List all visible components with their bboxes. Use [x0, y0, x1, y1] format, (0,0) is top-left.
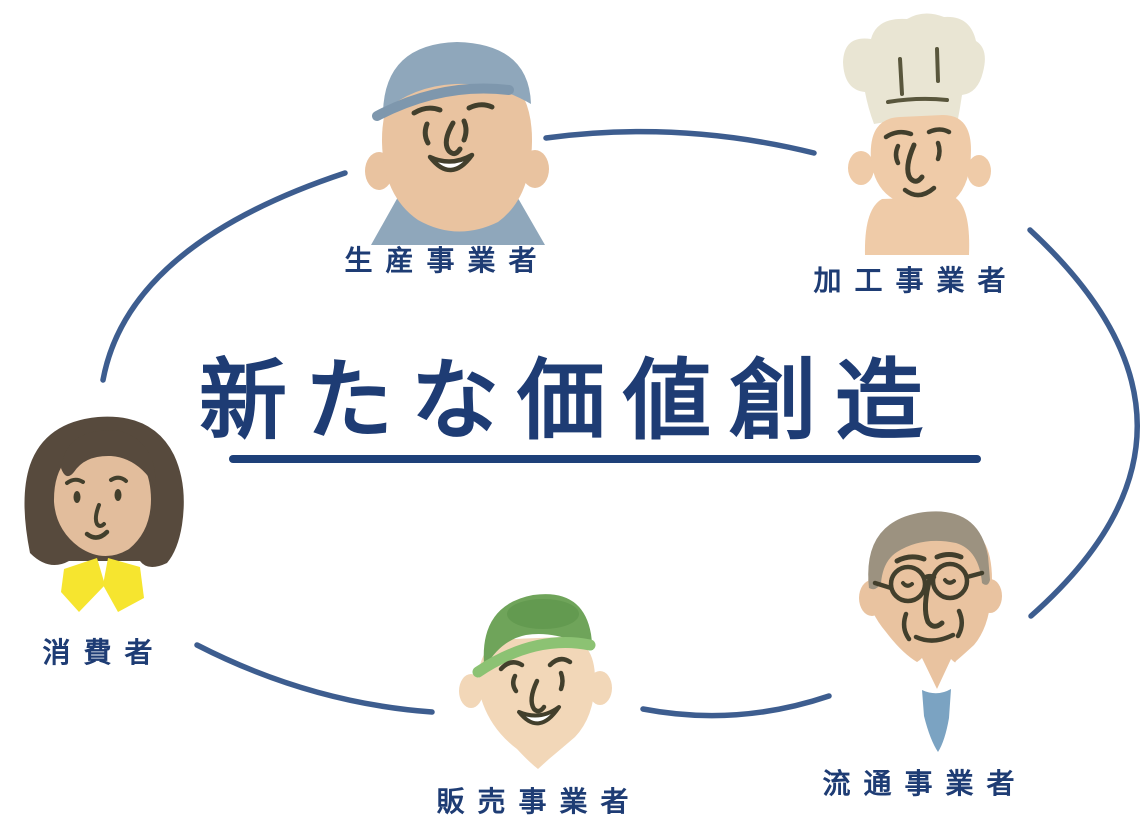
arc-consumer-seller	[194, 642, 435, 715]
arc-producer-processor	[543, 128, 817, 156]
cap-brim	[372, 83, 514, 121]
face-features	[65, 475, 128, 540]
man-with-glasses-icon	[859, 511, 1002, 763]
seller-label: 販売事業者	[436, 786, 642, 817]
chef-with-toque-icon	[843, 13, 991, 255]
consumer-label: 消費者	[42, 637, 166, 668]
chef-hat	[843, 13, 985, 125]
seller-figure	[457, 588, 637, 783]
face	[381, 61, 533, 232]
right-ear	[967, 155, 991, 187]
left-ear	[848, 151, 874, 185]
hat-pleats	[886, 47, 949, 104]
cap-brim	[472, 637, 596, 678]
blue-cap	[383, 42, 531, 112]
man-with-blue-cap-icon	[365, 42, 549, 245]
round-glasses	[872, 561, 985, 604]
producer-figure	[357, 30, 557, 245]
bangs	[61, 430, 156, 486]
distributor-label: 流通事業者	[822, 768, 1028, 799]
distributor-figure	[859, 498, 1015, 763]
face-features	[498, 656, 573, 726]
face-features	[883, 127, 952, 198]
processor-figure	[830, 10, 1040, 255]
arc-seller-distributor	[640, 693, 832, 719]
face	[53, 445, 151, 557]
necktie	[922, 689, 951, 752]
man-with-green-cap-icon	[459, 594, 612, 769]
cap-shading	[507, 599, 579, 629]
gray-hair	[868, 511, 990, 590]
left-ear	[459, 674, 483, 708]
processor-label: 加工事業者	[813, 265, 1019, 296]
title-underline-icon	[229, 455, 981, 463]
face	[478, 637, 596, 769]
diagram-title: 新たな価値創造	[198, 348, 942, 452]
yellow-collar	[61, 558, 144, 612]
woman-with-yellow-collar-icon	[24, 416, 184, 612]
consumer-figure	[17, 406, 197, 626]
face	[870, 115, 971, 207]
face-features	[411, 102, 495, 173]
producer-label: 生産事業者	[344, 245, 550, 276]
arc-processor-distributor	[1027, 227, 1140, 619]
torso	[864, 197, 970, 255]
arc-consumer-producer	[100, 170, 348, 383]
face-features	[894, 552, 964, 643]
